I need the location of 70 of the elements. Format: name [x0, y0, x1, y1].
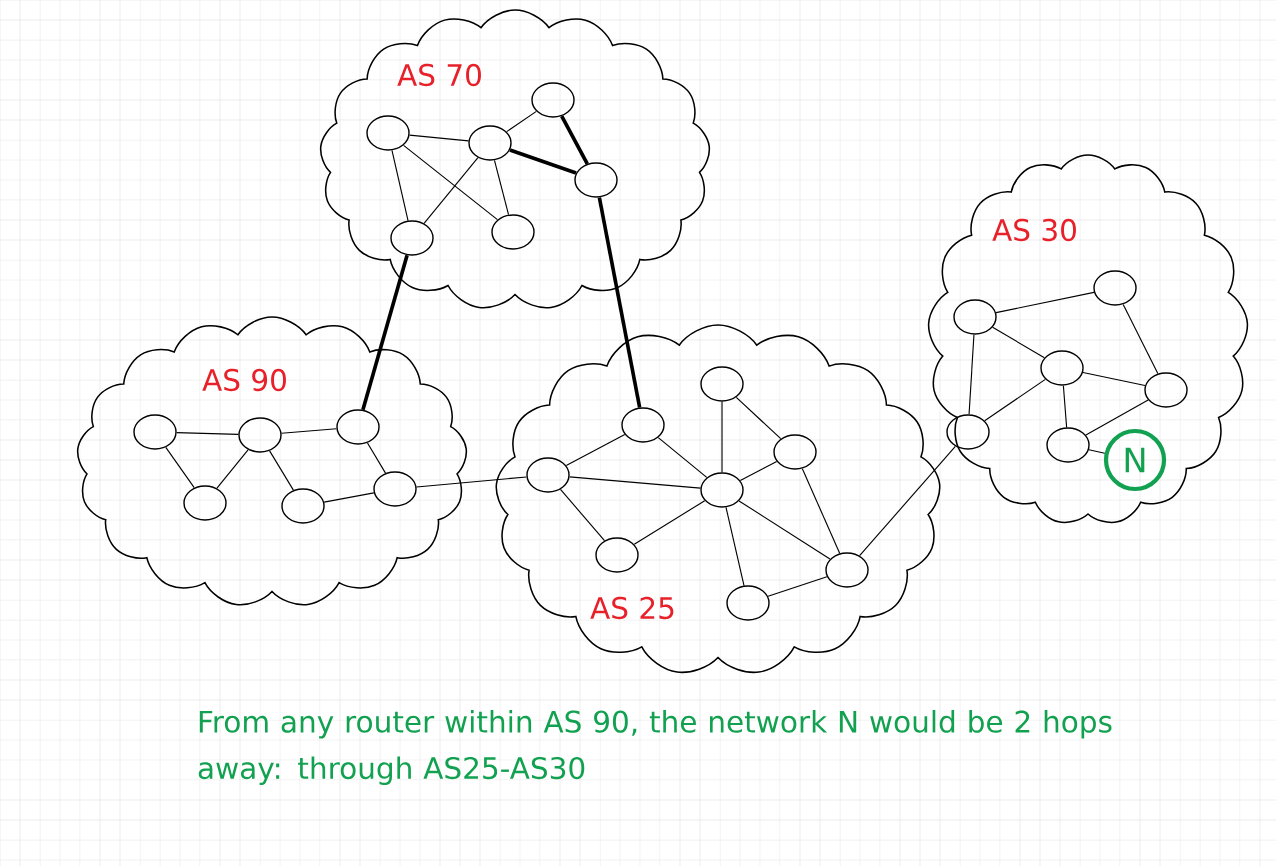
link-line	[269, 450, 294, 491]
router-circle	[336, 409, 380, 445]
router-circle	[1093, 270, 1137, 306]
router-circle	[726, 585, 770, 621]
link-line	[801, 468, 841, 554]
link-line	[506, 110, 537, 133]
cloud: AS 90	[76, 316, 468, 606]
router-circle	[953, 299, 997, 335]
link-line	[735, 396, 782, 440]
router-circle	[1144, 372, 1188, 408]
link-line	[1082, 371, 1146, 387]
link-line	[992, 326, 1045, 359]
link-line	[281, 428, 337, 434]
router-circle	[281, 488, 325, 524]
router-circle	[183, 485, 227, 521]
link-line	[995, 291, 1095, 314]
link-line	[493, 159, 510, 216]
router-circle	[133, 414, 177, 450]
router-circle	[621, 407, 665, 443]
link-line	[423, 157, 479, 224]
link-line	[1122, 303, 1159, 375]
link-line	[403, 144, 498, 221]
cloud: AS 70	[319, 9, 711, 309]
router-circle	[773, 434, 817, 470]
cloud: AS 25	[495, 324, 941, 674]
link-line	[361, 254, 409, 411]
link-line	[565, 434, 626, 466]
link-line	[560, 115, 589, 165]
router-circle	[700, 472, 744, 508]
link-line	[984, 378, 1046, 422]
link-line	[569, 476, 701, 489]
link-line	[165, 446, 195, 489]
router-circle	[531, 82, 575, 118]
link-line	[391, 149, 409, 222]
link-line	[767, 576, 828, 597]
router-circle	[1046, 427, 1090, 463]
link-line	[859, 445, 956, 557]
link-line	[416, 476, 527, 488]
router-circle	[1040, 350, 1084, 386]
link-line	[597, 197, 642, 408]
caption: From any router within AS 90, the network N would be 2 hops away: through AS25-AS30	[198, 710, 1112, 785]
link-line	[968, 334, 975, 415]
router-circle	[574, 162, 618, 198]
link-line	[323, 492, 375, 503]
link-line	[1062, 385, 1068, 428]
router-circle	[491, 214, 535, 250]
link-line	[509, 148, 577, 175]
router-circle	[366, 115, 410, 151]
link-line	[657, 437, 708, 478]
link-line	[176, 432, 239, 435]
router-circle	[390, 220, 434, 256]
router-circle	[946, 414, 990, 450]
link-line	[1088, 449, 1106, 454]
link-line	[738, 500, 831, 560]
link-line	[739, 460, 778, 482]
router-circle	[825, 552, 869, 588]
link-line	[216, 449, 249, 489]
router-circle	[526, 457, 570, 493]
link-line	[725, 506, 745, 587]
link-line	[559, 488, 606, 542]
link-line	[1085, 399, 1149, 436]
link-line	[409, 134, 469, 142]
router-circle	[595, 537, 639, 573]
link-line	[633, 500, 706, 545]
link-line	[366, 442, 387, 474]
router-circle	[700, 366, 744, 402]
router-circle	[468, 125, 512, 161]
router-circle	[238, 417, 282, 453]
router-circle	[373, 471, 417, 507]
link-line	[721, 401, 723, 473]
